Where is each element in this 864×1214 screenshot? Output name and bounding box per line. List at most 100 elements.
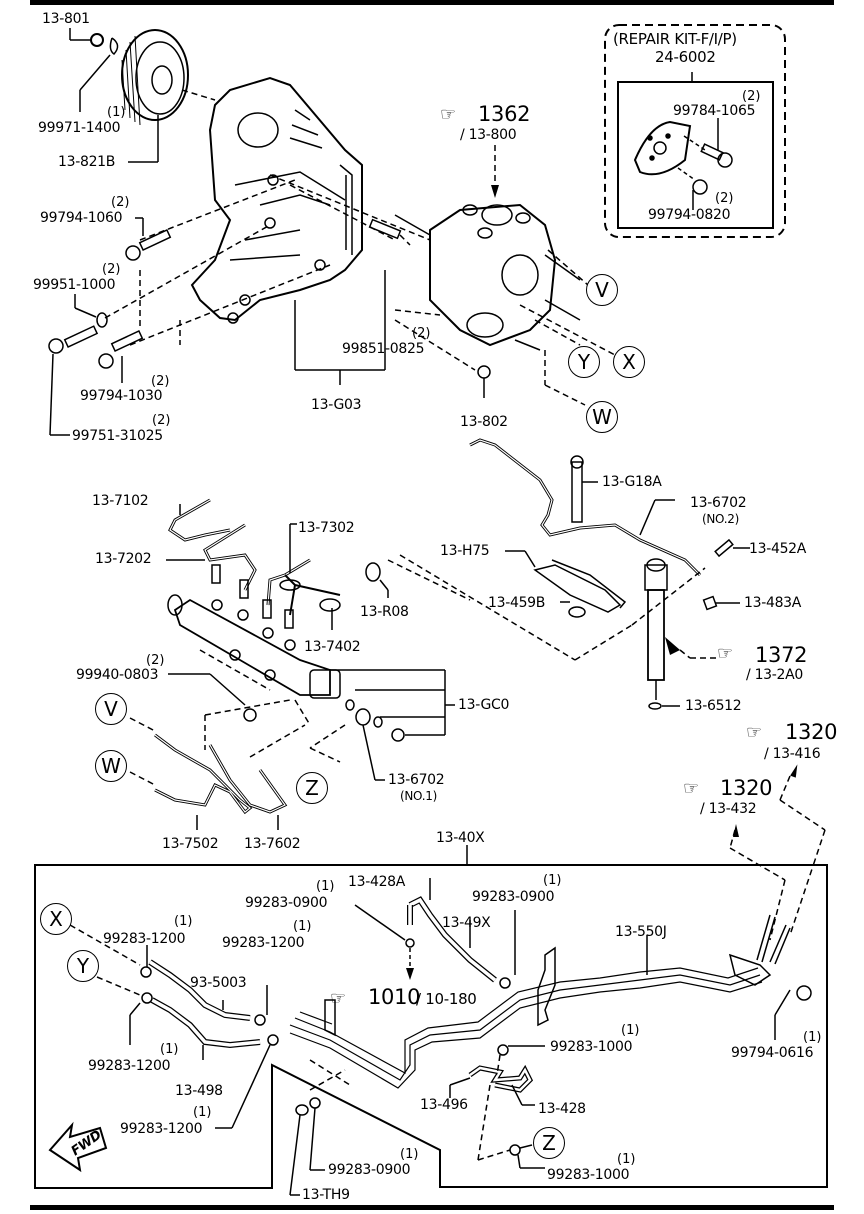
part-qty: (1) bbox=[400, 1147, 419, 1162]
part-qty: (1) bbox=[174, 914, 193, 929]
injection-pump bbox=[429, 203, 557, 347]
part-label[interactable]: 13-49X bbox=[442, 915, 491, 931]
part-label[interactable]: 13-7302 bbox=[298, 520, 355, 536]
part-label[interactable]: 99283-1000 bbox=[547, 1167, 630, 1183]
part-label[interactable]: 13-GC0 bbox=[458, 697, 510, 713]
part-label[interactable]: 99283-1200 bbox=[222, 935, 305, 951]
part-label[interactable]: 13-802 bbox=[460, 414, 508, 430]
part-label[interactable]: 99784-1065 bbox=[673, 103, 756, 119]
rail-end-plug bbox=[309, 669, 341, 699]
part-label[interactable]: 99283-1000 bbox=[550, 1039, 633, 1055]
repair-kit-inner-box bbox=[617, 81, 774, 229]
connector-y[interactable]: Y bbox=[568, 346, 600, 378]
connector-v[interactable]: V bbox=[95, 693, 127, 725]
part-label[interactable]: 99794-0616 bbox=[731, 1045, 814, 1061]
ref-page[interactable]: 1320 bbox=[720, 776, 773, 800]
repair-kit-box bbox=[604, 24, 786, 238]
part-label[interactable]: 99283-0900 bbox=[328, 1162, 411, 1178]
ref-sub[interactable]: / 10-180 bbox=[416, 990, 477, 1008]
part-label[interactable]: 99794-0820 bbox=[648, 207, 731, 223]
ref-sub[interactable]: / 13-416 bbox=[764, 746, 821, 762]
part-label[interactable]: 99283-0900 bbox=[472, 889, 555, 905]
plug-r08 bbox=[365, 562, 381, 582]
part-label[interactable]: 13-6702 bbox=[690, 495, 747, 511]
part-qty: (1) bbox=[316, 879, 335, 894]
part-label[interactable]: 13-498 bbox=[175, 1083, 223, 1099]
pulley bbox=[121, 29, 189, 121]
ref-page[interactable]: 1010 bbox=[368, 985, 421, 1009]
connector-x[interactable]: X bbox=[40, 903, 72, 935]
hand-pointer-icon: ☞ bbox=[330, 988, 347, 1009]
part-qty: (NO.2) bbox=[702, 512, 739, 526]
part-label[interactable]: 13-H75 bbox=[440, 543, 490, 559]
repair-kit-title: (REPAIR KIT-F/I/P) bbox=[613, 30, 737, 48]
connector-x[interactable]: X bbox=[613, 346, 645, 378]
part-label[interactable]: 93-5003 bbox=[190, 975, 247, 991]
hand-pointer-icon: ☞ bbox=[440, 104, 457, 125]
injector bbox=[647, 589, 665, 681]
part-qty: (1) bbox=[293, 919, 312, 934]
part-label[interactable]: 99283-1200 bbox=[103, 931, 186, 947]
part-label[interactable]: 13-428 bbox=[538, 1101, 586, 1117]
connector-z[interactable]: Z bbox=[296, 772, 328, 804]
hand-pointer-icon: ☞ bbox=[717, 643, 734, 664]
part-label[interactable]: 13-483A bbox=[744, 595, 802, 611]
part-label[interactable]: 99283-1200 bbox=[120, 1121, 203, 1137]
part-qty: (1) bbox=[617, 1152, 636, 1167]
fuel-pipe-550j bbox=[289, 974, 761, 1081]
part-label[interactable]: 99283-0900 bbox=[245, 895, 328, 911]
box-label[interactable]: 13-40X bbox=[436, 830, 485, 846]
part-qty: (1) bbox=[107, 105, 126, 120]
part-qty: (2) bbox=[152, 413, 171, 428]
part-label[interactable]: 99951-1000 bbox=[33, 277, 116, 293]
part-label[interactable]: 13-7202 bbox=[95, 551, 152, 567]
connector-z[interactable]: Z bbox=[533, 1127, 565, 1159]
pipe-bracket bbox=[537, 946, 556, 1027]
ref-sub[interactable]: / 13-800 bbox=[460, 127, 517, 143]
part-label[interactable]: 99794-1030 bbox=[80, 388, 163, 404]
part-label[interactable]: 13-R08 bbox=[360, 604, 409, 620]
repair-kit-part-number[interactable]: 24-6002 bbox=[655, 48, 716, 66]
part-label[interactable]: 13-7602 bbox=[244, 836, 301, 852]
part-label[interactable]: 99751-31025 bbox=[72, 428, 163, 444]
connector-w[interactable]: W bbox=[586, 401, 618, 433]
part-label[interactable]: 13-7402 bbox=[304, 639, 361, 655]
part-label[interactable]: 99940-0803 bbox=[76, 667, 159, 683]
ref-sub[interactable]: / 13-432 bbox=[700, 801, 757, 817]
part-label[interactable]: 13-6512 bbox=[685, 698, 742, 714]
part-label[interactable]: 99971-1400 bbox=[38, 120, 121, 136]
part-label[interactable]: 13-7502 bbox=[162, 836, 219, 852]
part-label[interactable]: 13-821B bbox=[58, 154, 116, 170]
part-label[interactable]: 13-452A bbox=[749, 541, 807, 557]
part-label[interactable]: 13-TH9 bbox=[302, 1187, 350, 1203]
part-label[interactable]: 99283-1200 bbox=[88, 1058, 171, 1074]
connector-w[interactable]: W bbox=[95, 750, 127, 782]
part-label[interactable]: 13-G03 bbox=[311, 397, 362, 413]
part-qty: (2) bbox=[146, 653, 165, 668]
connector-v[interactable]: V bbox=[586, 274, 618, 306]
bottom-border bbox=[30, 1205, 834, 1210]
ref-page[interactable]: 1372 bbox=[755, 643, 808, 667]
part-label[interactable]: 13-459B bbox=[488, 595, 546, 611]
ref-page[interactable]: 1320 bbox=[785, 720, 838, 744]
part-label[interactable]: 13-801 bbox=[42, 11, 90, 27]
part-label[interactable]: 99794-1060 bbox=[40, 210, 123, 226]
ref-page[interactable]: 1362 bbox=[478, 102, 531, 126]
connector-y[interactable]: Y bbox=[67, 950, 99, 982]
glow-plug bbox=[571, 461, 583, 523]
pump-bracket bbox=[190, 76, 363, 322]
part-label[interactable]: 13-7102 bbox=[92, 493, 149, 509]
part-label[interactable]: 13-496 bbox=[420, 1097, 468, 1113]
part-label[interactable]: 13-428A bbox=[348, 874, 406, 890]
part-label[interactable]: 13-6702 bbox=[388, 772, 445, 788]
ref-sub[interactable]: / 13-2A0 bbox=[746, 667, 804, 683]
key bbox=[109, 37, 119, 55]
hand-pointer-icon: ☞ bbox=[746, 722, 763, 743]
fuel-line-box bbox=[34, 864, 828, 1189]
part-label[interactable]: 13-G18A bbox=[602, 474, 662, 490]
part-label[interactable]: 99851-0825 bbox=[342, 341, 425, 357]
part-qty: (1) bbox=[160, 1042, 179, 1057]
part-label[interactable]: 13-550J bbox=[615, 924, 667, 940]
part-qty: (2) bbox=[151, 374, 170, 389]
